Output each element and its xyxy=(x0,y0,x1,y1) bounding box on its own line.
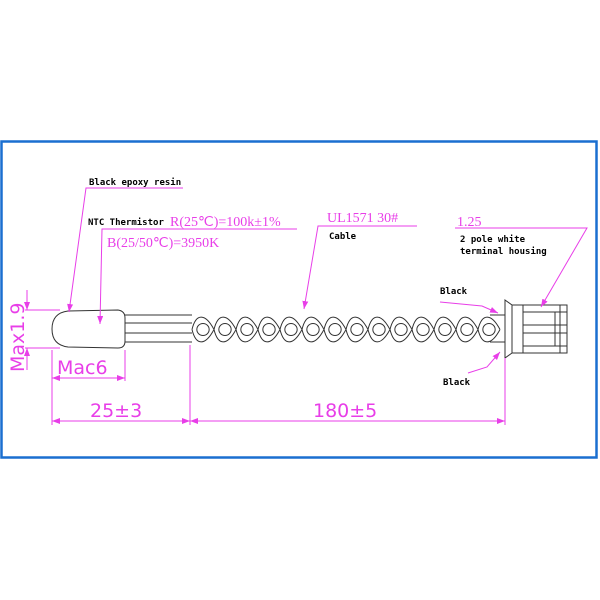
terminal-housing xyxy=(504,299,568,359)
twisted-cable xyxy=(191,316,501,343)
cable-twist-loop xyxy=(372,323,386,336)
cable-twist-loop xyxy=(284,323,298,336)
lead-wires-end xyxy=(490,314,505,343)
cable-twist-segment xyxy=(411,316,435,343)
cable-twist-segment xyxy=(433,316,457,343)
cable-twist-loop xyxy=(416,323,430,336)
bvalue-label: B(25/50℃)=3950K xyxy=(107,236,219,251)
cable-twist-segment xyxy=(257,316,281,343)
cable-twist-segment xyxy=(455,316,479,343)
lead-wires xyxy=(125,314,192,343)
epoxy-leader xyxy=(67,187,183,313)
wire-top-leader xyxy=(439,301,499,314)
cable-twist-segment xyxy=(389,316,413,343)
cable-twist-loop xyxy=(306,323,320,336)
cable-leader xyxy=(302,225,417,310)
housing-label-1: 2 pole white xyxy=(460,234,526,245)
diameter-text: Max1.9 xyxy=(7,303,29,373)
wire-top-label: Black xyxy=(440,287,468,297)
cable-twist-segment xyxy=(191,316,215,343)
housing-leader xyxy=(455,227,588,308)
cable-twist-loop xyxy=(196,323,210,336)
diameter-dimension: Max1.9 xyxy=(7,290,60,372)
cable-length-text: 180±5 xyxy=(313,400,377,422)
cable-length-dimension: 180±5 xyxy=(190,358,506,425)
cable-twist-segment xyxy=(345,316,369,343)
cable-twist-loop xyxy=(218,323,232,336)
cable-twist-loop xyxy=(350,323,364,336)
ntc-label: NTC Thermistor xyxy=(88,217,164,228)
head-length-dimension: Mac6 xyxy=(51,350,126,425)
probe-length-text: 25±3 xyxy=(90,400,142,422)
cable-twist-loop xyxy=(482,323,496,336)
probe-length-dimension: 25±3 xyxy=(52,345,191,425)
cable-twist-segment xyxy=(301,316,325,343)
ntc-leader xyxy=(97,228,297,325)
cable-twist-segment xyxy=(279,316,303,343)
resistance-label: R(25℃)=100k±1% xyxy=(170,215,281,230)
cable-twist-loop xyxy=(240,323,254,336)
drawing-frame xyxy=(0,140,598,459)
cable-twist-loop xyxy=(262,323,276,336)
head-length-text: Mac6 xyxy=(57,357,108,379)
cable-twist-loop xyxy=(328,323,342,336)
cable-twist-loop xyxy=(438,323,452,336)
cable-twist-segment xyxy=(477,316,501,343)
wire-bottom-label: Black xyxy=(443,378,471,388)
housing-label-2: terminal housing xyxy=(460,246,547,257)
cable-twist-loop xyxy=(394,323,408,336)
cable-spec-label: UL1571 30# xyxy=(327,211,398,226)
epoxy-head xyxy=(51,309,126,349)
cable-twist-segment xyxy=(323,316,347,343)
wire-bottom-leader xyxy=(467,351,501,374)
cable-label: Cable xyxy=(329,232,357,242)
cable-twist-loop xyxy=(460,323,474,336)
cable-twist-segment xyxy=(367,316,391,343)
pitch-label: 1.25 xyxy=(457,215,482,230)
epoxy-label: Black epoxy resin xyxy=(89,177,181,188)
cable-twist-segment xyxy=(213,316,237,343)
cable-twist-segment xyxy=(235,316,259,343)
